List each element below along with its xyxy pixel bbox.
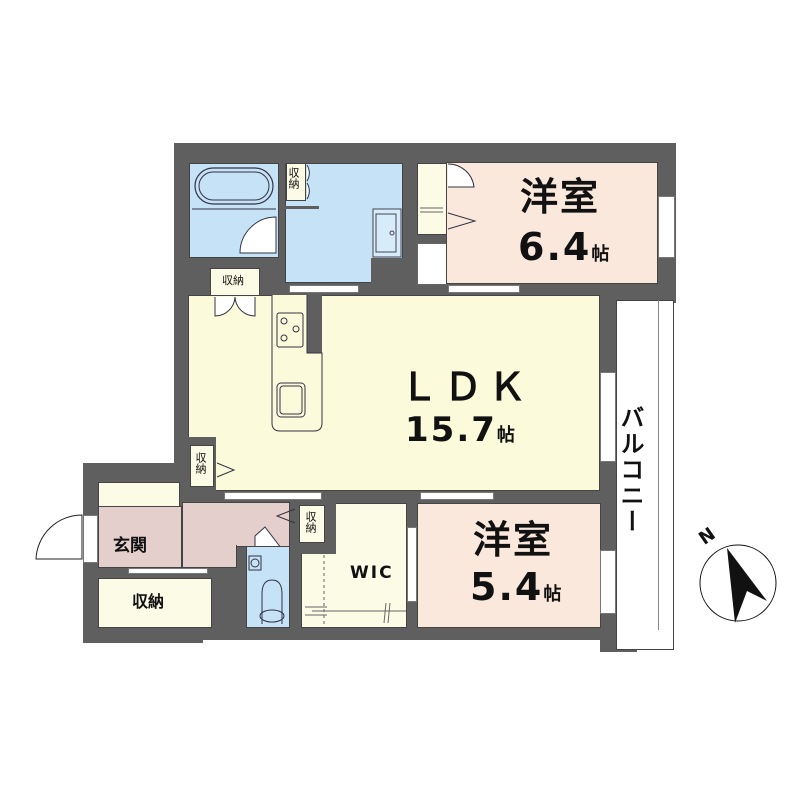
western-room-2-size-value: 5.4 — [470, 565, 544, 609]
room1-door-swing-icon — [447, 163, 477, 230]
room1-window — [658, 196, 675, 258]
ldk-size: 15.7帖 — [405, 413, 515, 447]
washroom-wall-notch — [284, 206, 319, 209]
front-door-swing-icon — [35, 514, 83, 560]
wic-rail-icon — [305, 555, 406, 627]
storage-large-sliding-door[interactable] — [128, 568, 208, 574]
storage-ldk-left-label: 収納 — [194, 452, 207, 474]
ldk — [188, 295, 600, 491]
balcony-label: バルコニー — [616, 405, 644, 535]
storage-hall-door-icon — [275, 508, 296, 524]
bath-door-swing-icon — [239, 216, 277, 254]
hallway-lower — [182, 545, 237, 568]
storage-large — [98, 578, 212, 628]
toilet-icon — [248, 555, 285, 624]
western-room-2-size-unit: 帖 — [543, 584, 562, 605]
storage-hall-label-2: 収納 — [304, 511, 317, 533]
hall-room1-white — [417, 243, 447, 285]
storage-ldk-left — [190, 445, 214, 487]
storage-bath-label: 収納 — [287, 167, 300, 189]
kitchen-counter-icon — [271, 295, 323, 432]
compass-icon — [699, 544, 777, 623]
room2-sliding-door[interactable] — [420, 492, 494, 500]
balcony-railing — [658, 300, 659, 630]
storage-ldk-left-door-icon — [216, 462, 236, 478]
ldk-size-value: 15.7 — [405, 410, 497, 450]
storage-hall-cover — [299, 505, 325, 543]
western-room-2-name: 洋室 — [473, 518, 554, 562]
washroom-sliding-door[interactable] — [289, 285, 359, 293]
western-room-2 — [417, 503, 601, 628]
storage-bath — [286, 163, 306, 201]
closet-room1 — [417, 163, 447, 235]
balcony — [616, 300, 674, 650]
ldk-name: ＬＤＫ — [400, 365, 533, 409]
washroom-wall-notch-br — [371, 258, 404, 285]
storage-ldk-top-door-icon — [214, 296, 256, 317]
storage-ldk-top-label: 収納 — [222, 274, 244, 287]
room2-window — [600, 550, 616, 614]
wic-label: WIC — [350, 563, 394, 583]
entrance-shoe-closet — [98, 482, 180, 508]
western-room-1 — [446, 162, 658, 284]
ldk-kitchen-wall — [306, 295, 322, 353]
washbasin-icon — [372, 208, 402, 258]
ldk-window — [600, 372, 616, 462]
storage-bath-door-icon — [306, 164, 310, 200]
hallway — [182, 502, 290, 547]
bathtub-icon — [192, 167, 276, 210]
western-room-1-size-value: 6.4 — [518, 225, 592, 269]
entrance — [98, 506, 182, 568]
entrance-label: 玄関 — [113, 536, 147, 556]
wic-room2-opening[interactable] — [407, 527, 417, 602]
western-room-2-size: 5.4帖 — [470, 568, 561, 606]
room1-sliding-door[interactable] — [448, 285, 520, 293]
ldk-size-unit: 帖 — [496, 425, 515, 446]
western-room-1-size-unit: 帖 — [591, 244, 610, 265]
western-room-1-size: 6.4帖 — [518, 228, 609, 266]
ldk-hall-sliding-door[interactable] — [224, 492, 322, 500]
front-door-opening[interactable] — [83, 515, 98, 563]
western-room-1-name: 洋室 — [520, 175, 601, 219]
closet-room1-rail-icon — [420, 207, 443, 213]
storage-large-label: 収納 — [132, 592, 165, 611]
